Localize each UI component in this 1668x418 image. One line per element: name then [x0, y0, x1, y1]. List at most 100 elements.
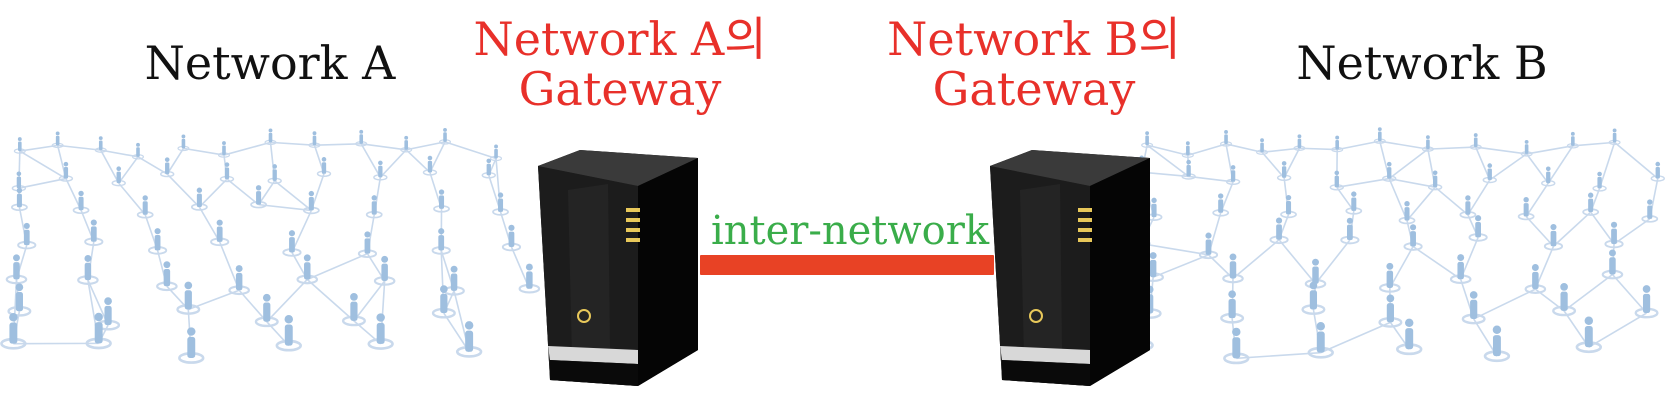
- server-tower-icon: [990, 150, 1150, 386]
- network-a-gateway-title: Network A의 Gateway: [390, 16, 850, 116]
- person-icon: [1403, 224, 1423, 251]
- person-icon: [1225, 165, 1241, 186]
- person-icon: [357, 231, 378, 259]
- person-icon: [1222, 253, 1244, 284]
- person-icon: [176, 281, 201, 315]
- person-icon: [267, 164, 282, 185]
- mesh-link-line: [274, 180, 312, 212]
- person-icon: [11, 187, 28, 212]
- person-icon: [132, 142, 145, 160]
- person-icon: [250, 185, 267, 209]
- person-icon: [422, 155, 438, 176]
- mesh-link-line: [1336, 186, 1355, 212]
- person-icon: [156, 261, 178, 292]
- mesh-link-line: [1489, 153, 1528, 181]
- mesh-link-line: [1261, 151, 1285, 179]
- mesh-link-line: [266, 278, 308, 323]
- mesh-link-line: [1187, 143, 1227, 156]
- person-icon: [177, 134, 190, 152]
- person-icon: [400, 135, 413, 153]
- mesh-link-line: [166, 173, 200, 208]
- mesh-link-line: [166, 147, 185, 175]
- person-icon: [1382, 161, 1397, 182]
- mesh-link-line: [223, 141, 271, 156]
- mesh-link-line: [360, 143, 382, 178]
- person-icon: [228, 265, 250, 296]
- person-icon: [58, 161, 74, 182]
- person-icon: [1373, 127, 1386, 144]
- person-icon: [1601, 249, 1624, 280]
- mesh-link-line: [1389, 177, 1436, 188]
- mesh-link-line: [258, 203, 312, 212]
- mesh-link-line: [406, 141, 446, 151]
- person-icon: [85, 312, 112, 350]
- person-icon: [1345, 191, 1363, 215]
- person-icon: [219, 162, 235, 183]
- person-icon: [1483, 325, 1511, 363]
- server-tower-icon: [538, 150, 698, 386]
- inter-network-label: inter-network: [710, 208, 990, 254]
- mesh-link-line: [1146, 144, 1189, 157]
- person-icon: [367, 313, 394, 350]
- person-icon: [1421, 135, 1434, 152]
- person-icon: [1141, 131, 1154, 148]
- mesh-link-line: [1389, 246, 1414, 289]
- person-icon: [1608, 128, 1621, 146]
- person-icon: [160, 157, 175, 178]
- person-icon: [1378, 294, 1403, 328]
- mesh-link-line: [1299, 147, 1338, 151]
- person-icon: [1427, 170, 1443, 191]
- mesh-link-line: [1614, 141, 1659, 180]
- person-icon: [1469, 133, 1482, 150]
- person-icon: [1223, 327, 1250, 365]
- person-icon: [136, 195, 154, 219]
- person-icon: [1520, 139, 1533, 157]
- person-icon: [1220, 290, 1245, 324]
- person-icon: [501, 224, 522, 252]
- network-b-title: Network B: [1296, 36, 1548, 90]
- person-icon: [1449, 254, 1472, 285]
- mesh-link-line: [1379, 140, 1429, 150]
- mesh-link-line: [1314, 239, 1351, 285]
- mesh-link-line: [1337, 140, 1380, 151]
- mesh-link-line: [1283, 147, 1301, 179]
- network-b-gateway-title: Network B의 Gateway: [804, 16, 1264, 116]
- mesh-link-line: [1563, 273, 1613, 312]
- mesh-link-line: [1388, 148, 1429, 180]
- person-icon: [1524, 264, 1547, 294]
- person-icon: [431, 285, 456, 319]
- mesh-link-line: [19, 150, 67, 180]
- person-icon: [217, 141, 230, 158]
- mesh-link-line: [1525, 182, 1549, 217]
- person-icon: [275, 314, 302, 352]
- mesh-link-line: [1526, 145, 1573, 155]
- mesh-link-line: [1434, 186, 1469, 216]
- mesh-link-line: [1320, 321, 1391, 354]
- mesh-link-line: [1467, 179, 1491, 216]
- mesh-link-line: [1236, 351, 1321, 360]
- person-icon: [0, 313, 27, 350]
- person-icon: [296, 254, 319, 285]
- person-icon: [77, 255, 99, 285]
- person-icon: [1280, 194, 1297, 219]
- person-icon: [1582, 192, 1600, 216]
- person-icon: [13, 137, 26, 154]
- network-b-gateway-line1: Network B의: [887, 12, 1181, 66]
- mesh-link-line: [218, 241, 240, 291]
- mesh-link-line: [1427, 146, 1476, 150]
- person-icon: [1543, 223, 1564, 251]
- mesh-link-line: [1473, 288, 1536, 320]
- mesh-link-line: [353, 280, 386, 322]
- person-icon: [254, 293, 279, 328]
- mesh-link-line: [1261, 147, 1300, 154]
- person-icon: [1256, 138, 1269, 155]
- person-icon: [1269, 217, 1289, 245]
- person-icon: [1634, 285, 1659, 319]
- person-icon: [1575, 316, 1603, 354]
- mesh-link-line: [1590, 211, 1615, 245]
- person-icon: [190, 187, 208, 211]
- person-icon: [1459, 195, 1477, 219]
- person-icon: [1552, 283, 1577, 317]
- inter-network-link-bar: [700, 255, 994, 275]
- person-icon: [355, 129, 368, 147]
